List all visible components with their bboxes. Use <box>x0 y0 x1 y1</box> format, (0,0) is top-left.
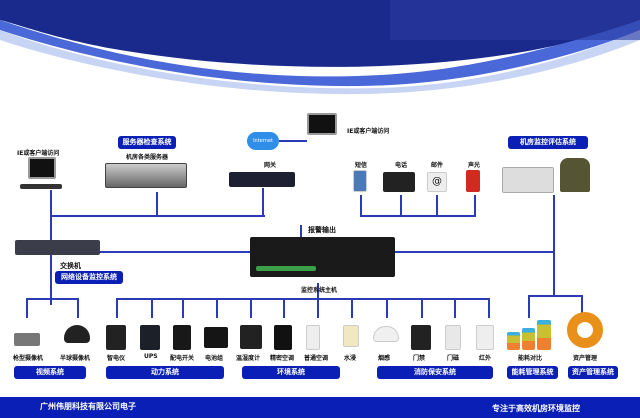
device-label: 半球摄像机 <box>60 355 91 362</box>
device-label: 烟感 <box>378 355 391 362</box>
computer-icon <box>307 113 337 135</box>
alarm-email-label: 邮件 <box>431 162 444 169</box>
telephone-icon <box>383 172 415 192</box>
access-control-icon <box>411 325 431 350</box>
gateway-device-icon <box>229 172 295 187</box>
host-label: 监控系统主机 <box>301 287 338 294</box>
device-label: 枪型摄像机 <box>13 355 44 362</box>
power-meter-icon <box>106 325 126 350</box>
bullet-camera-icon <box>14 333 40 346</box>
server-rack-icon <box>105 163 187 188</box>
siren-icon <box>466 170 480 192</box>
device-label: 门禁 <box>413 355 426 362</box>
asset-ring-icon <box>567 312 603 348</box>
company-name: 广州伟朋科技有限公司电子 <box>40 402 136 411</box>
thermometer-icon <box>240 325 262 349</box>
alarm-sms-label: 短信 <box>355 162 368 169</box>
device-label: 配电开关 <box>170 355 195 362</box>
device-label: 温湿度计 <box>236 355 261 362</box>
network-monitor-system-badge[interactable]: 网络设备监控系统 <box>55 271 123 284</box>
monitor-host-icon <box>250 237 395 277</box>
header-wave-decoration <box>0 0 640 95</box>
ac-icon <box>306 325 320 350</box>
device-label: 红外 <box>479 355 492 362</box>
room-eval-system-badge[interactable]: 机房监控评估系统 <box>508 136 588 149</box>
device-label: 能耗对比 <box>518 355 543 362</box>
servers-label: 机房各类服务器 <box>126 154 169 161</box>
infrared-sensor-icon <box>476 325 494 350</box>
battery-icon <box>204 327 228 348</box>
terminal-block-icon <box>256 266 316 271</box>
phone-sms-icon <box>353 170 367 192</box>
energy-system-badge[interactable]: 能耗管理系统 <box>507 366 558 379</box>
water-sensor-icon <box>343 325 359 347</box>
client-right-label: IE或客户端访问 <box>347 128 390 135</box>
alarm-output-label: 报警输出 <box>308 226 336 234</box>
slogan: 专注于高效机房环境监控 <box>492 404 580 413</box>
network-switch-icon <box>15 240 100 255</box>
ups-icon <box>140 325 160 350</box>
device-label: 门磁 <box>447 355 460 362</box>
asset-system-badge[interactable]: 资产管理系统 <box>568 366 618 379</box>
alarm-phone-label: 电话 <box>395 162 408 169</box>
cloud-icon: Internet <box>247 132 279 150</box>
device-label: 资产管理 <box>573 355 598 362</box>
device-label: 智电仪 <box>107 355 126 362</box>
email-icon: @ <box>427 172 447 192</box>
inspector-mascot-icon <box>560 158 590 192</box>
device-label: 普通空调 <box>304 355 329 362</box>
device-label: 水浸 <box>344 355 357 362</box>
energy-chart-icon <box>507 320 552 350</box>
precision-ac-icon <box>274 325 292 350</box>
switch-label: 交换机 <box>60 262 81 270</box>
server-room-icon <box>502 167 554 193</box>
alarm-light-label: 声光 <box>468 162 481 169</box>
footer-bar: 广州伟朋科技有限公司电子 专注于高效机房环境监控 <box>0 397 640 418</box>
fire-security-system-badge[interactable]: 消防保安系统 <box>377 366 493 379</box>
server-check-system-badge[interactable]: 服务器检查系统 <box>118 136 176 149</box>
breaker-icon <box>173 325 191 350</box>
keyboard-icon <box>20 184 62 189</box>
video-system-badge[interactable]: 视频系统 <box>14 366 86 379</box>
dome-camera-icon <box>64 325 90 343</box>
door-magnet-icon <box>445 325 461 350</box>
environment-system-badge[interactable]: 环境系统 <box>242 366 340 379</box>
gateway-label: 网关 <box>264 162 277 169</box>
device-label: 精密空调 <box>270 355 295 362</box>
device-label: UPS <box>144 353 158 360</box>
device-label: 电池组 <box>205 355 224 362</box>
power-system-badge[interactable]: 动力系统 <box>106 366 224 379</box>
client-left-label: IE或客户端访问 <box>17 150 60 157</box>
computer-icon <box>28 157 56 179</box>
smoke-detector-icon <box>373 326 399 342</box>
